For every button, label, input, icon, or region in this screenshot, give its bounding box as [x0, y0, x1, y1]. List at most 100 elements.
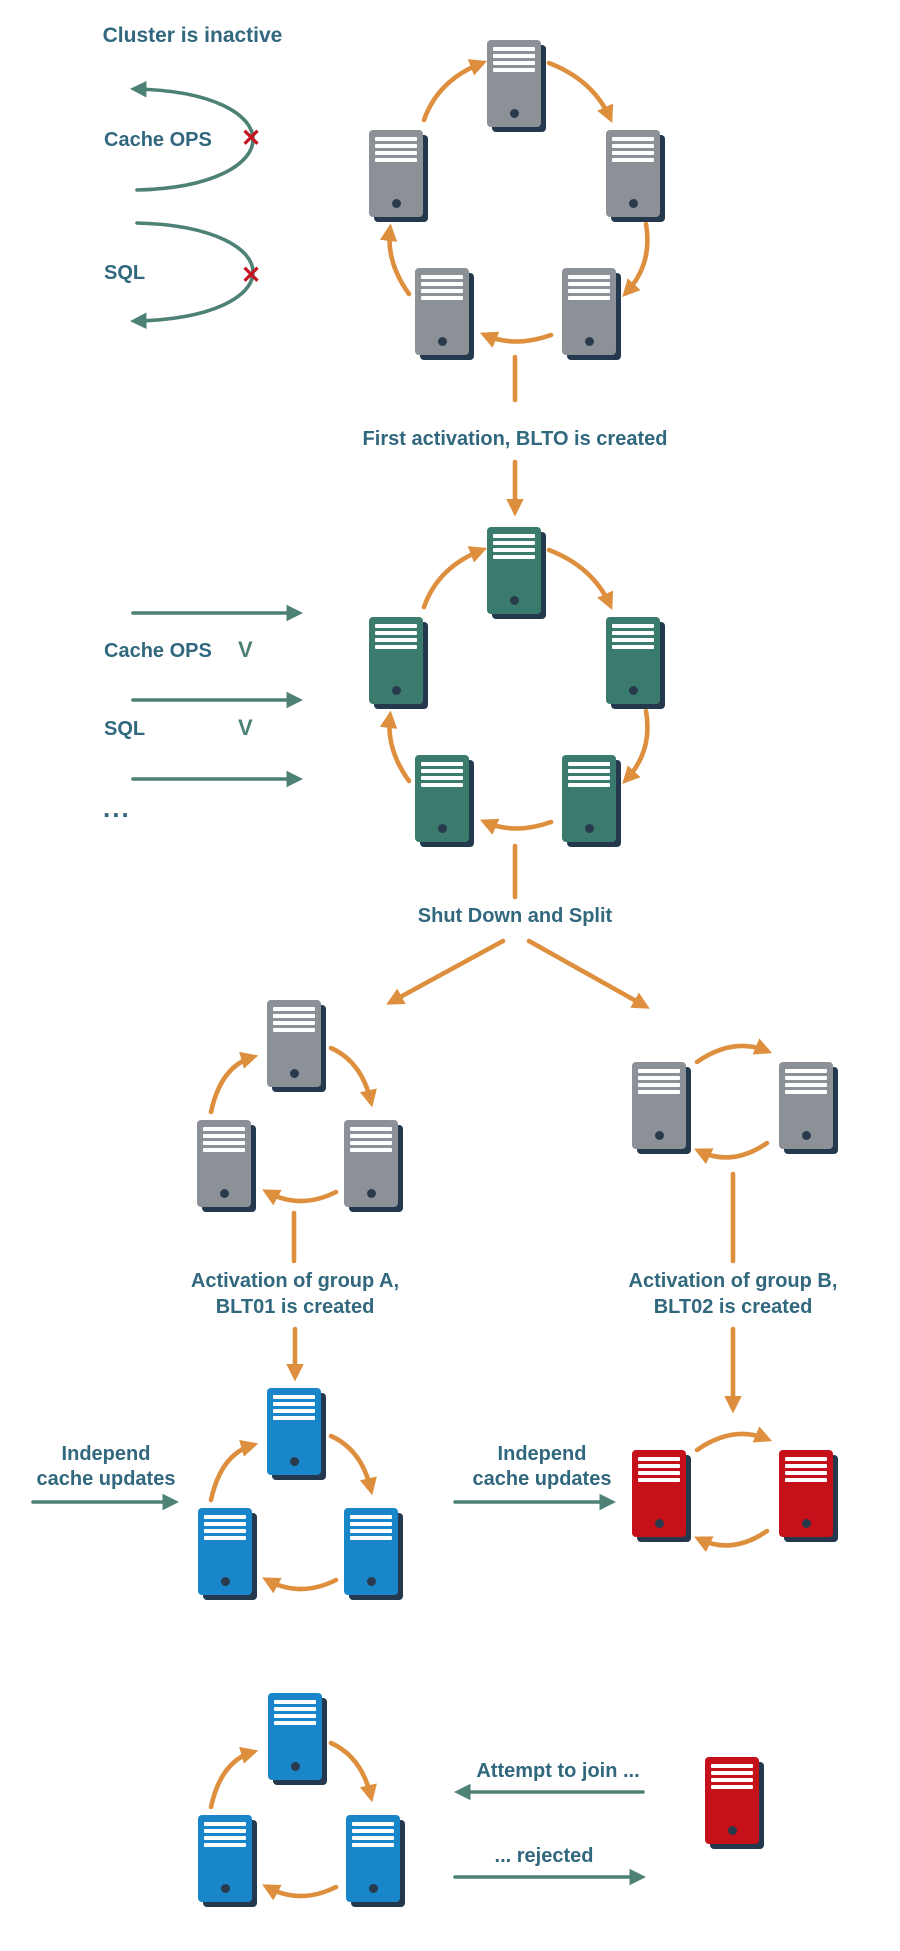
server-vents	[273, 1395, 315, 1423]
groupB-arc-bottom	[694, 1140, 770, 1165]
ring1-arc-right-to-bottomright	[622, 221, 650, 298]
server-power-dot	[220, 1884, 230, 1893]
activation-group-a-line1: Activation of group A,	[190, 1270, 400, 1292]
server-power-dot	[437, 337, 447, 346]
independ-left-line1: Independ	[61, 1443, 151, 1465]
server-vents	[638, 1457, 680, 1485]
server-vents	[612, 624, 654, 652]
server-power-dot	[654, 1519, 664, 1528]
server-icon-inactive-ring	[415, 268, 469, 355]
server-icon-bottom-blue	[198, 1815, 252, 1902]
ring2-arc-top-to-right	[546, 547, 614, 611]
blueA-arc-top-to-right	[328, 1433, 377, 1496]
server-icon-group-a-gray	[267, 1000, 321, 1087]
independ-left-note: Independ cache updates	[20, 1442, 192, 1492]
server-power-dot	[628, 686, 638, 695]
server-power-dot	[584, 824, 594, 833]
server-icon-group-a-blue	[267, 1388, 321, 1475]
server-icon-active-ring	[487, 527, 541, 614]
ring1-arc-left-to-top	[421, 59, 488, 123]
sql-bounce-arrow	[129, 221, 255, 330]
server-vents	[638, 1069, 680, 1097]
server-icon-group-a-blue	[344, 1508, 398, 1595]
activation-group-b-label: Activation of group B, BLT02 is created	[583, 1268, 883, 1320]
server-power-dot	[584, 337, 594, 346]
server-vents	[421, 762, 463, 790]
redB-arc-top	[694, 1426, 773, 1453]
stage1-cache-ops-cross-icon: ✕	[241, 125, 262, 152]
server-vents	[350, 1127, 392, 1155]
server-power-dot	[628, 199, 638, 208]
shutdown-split-label: Shut Down and Split	[417, 905, 613, 927]
server-power-dot	[391, 686, 401, 695]
server-vents	[274, 1700, 316, 1728]
server-power-dot	[290, 1762, 300, 1771]
server-power-dot	[654, 1131, 664, 1140]
ring1-arc-bottomleft-to-left	[379, 223, 412, 297]
server-power-dot	[289, 1457, 299, 1466]
stage1-sql-cross-icon: ✕	[241, 262, 262, 289]
server-power-dot	[220, 1577, 230, 1586]
independ-right-note: Independ cache updates	[456, 1442, 628, 1492]
server-vents	[204, 1515, 246, 1543]
first-activation-label: First activation, BLTO is created	[362, 428, 668, 450]
server-icon-group-a-gray	[344, 1120, 398, 1207]
stage2-ellipsis: ...	[103, 793, 131, 823]
server-power-dot	[368, 1884, 378, 1893]
server-power-dot	[509, 109, 519, 118]
server-power-dot	[437, 824, 447, 833]
server-vents	[350, 1515, 392, 1543]
server-power-dot	[219, 1189, 229, 1198]
server-icon-rejected-red	[705, 1757, 759, 1844]
server-vents	[352, 1822, 394, 1850]
ring2-arc-right-to-bottomright	[622, 708, 650, 785]
server-power-dot	[509, 596, 519, 605]
groupB-arc-top	[694, 1038, 773, 1065]
server-icon-group-b-red	[779, 1450, 833, 1537]
blueA-arc-left-to-top	[208, 1439, 259, 1503]
server-icon-bottom-blue	[346, 1815, 400, 1902]
stage2-sql-label: SQL	[104, 718, 146, 740]
server-icon-inactive-ring	[487, 40, 541, 127]
server-icon-active-ring	[369, 617, 423, 704]
server-power-dot	[366, 1577, 376, 1586]
activation-group-b-line1: Activation of group B,	[628, 1270, 838, 1292]
groupA-arc-right-to-left	[262, 1189, 339, 1206]
bottomBlue-arc-right-to-left	[262, 1884, 339, 1901]
server-icon-active-ring	[606, 617, 660, 704]
attempt-to-join-label: Attempt to join ...	[476, 1760, 640, 1782]
split-arrow-left	[386, 938, 506, 1005]
cache-ops-bounce-arrow	[129, 80, 255, 192]
server-vents	[375, 624, 417, 652]
independ-right-line2: cache updates	[472, 1468, 612, 1490]
server-icon-inactive-ring	[562, 268, 616, 355]
stage2-cache-ops-label: Cache OPS	[104, 640, 212, 662]
server-vents	[204, 1822, 246, 1850]
server-icon-inactive-ring	[369, 130, 423, 217]
server-vents	[493, 47, 535, 75]
server-vents	[493, 534, 535, 562]
server-vents	[375, 137, 417, 165]
ring2-arc-bottomleft-to-left	[379, 710, 412, 784]
redB-arc-bottom	[694, 1528, 770, 1553]
stage1-sql-label: SQL	[104, 262, 146, 284]
ring2-arc-bottomright-to-bottomleft	[479, 818, 554, 835]
server-vents	[203, 1127, 245, 1155]
server-icon-bottom-blue	[268, 1693, 322, 1780]
server-vents	[785, 1457, 827, 1485]
ring1-arc-bottomright-to-bottomleft	[479, 331, 554, 348]
server-icon-active-ring	[562, 755, 616, 842]
server-vents	[568, 762, 610, 790]
stage2-sql-check: V	[238, 715, 253, 740]
server-icon-group-b-gray	[779, 1062, 833, 1149]
stage2-cache-ops-check: V	[238, 637, 253, 662]
server-icon-group-a-gray	[197, 1120, 251, 1207]
independ-left-line2: cache updates	[36, 1468, 176, 1490]
groupA-arc-left-to-top	[208, 1051, 259, 1115]
server-power-dot	[366, 1189, 376, 1198]
server-icon-group-a-blue	[198, 1508, 252, 1595]
server-power-dot	[391, 199, 401, 208]
activation-group-b-line2: BLT02 is created	[653, 1296, 813, 1318]
server-icon-group-b-red	[632, 1450, 686, 1537]
server-vents	[612, 137, 654, 165]
